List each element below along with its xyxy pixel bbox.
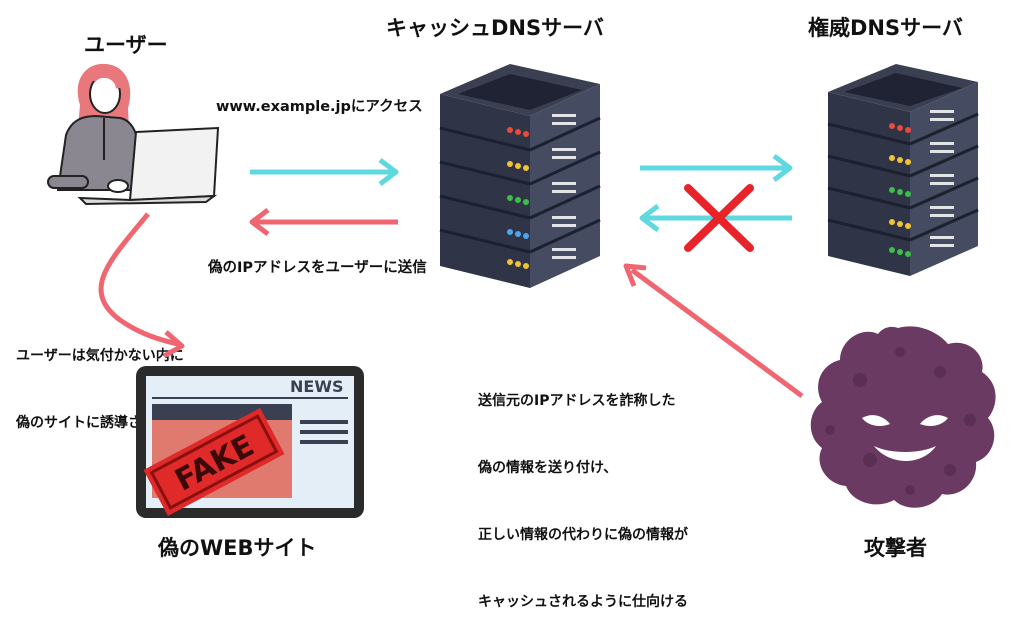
news-text: NEWS <box>290 377 344 396</box>
auth-server-illustration <box>827 64 979 276</box>
redirect-note: ユーザーは気付かない内に 偽のサイトに誘導される <box>16 300 184 457</box>
arrow-cache-to-auth <box>640 154 793 182</box>
fake-site-title: 偽のWEBサイト <box>158 536 317 560</box>
user-title: ユーザー <box>84 33 168 57</box>
attacker-title: 攻撃者 <box>864 536 927 560</box>
diagram-graphics: NEWS FAKE <box>47 63 996 518</box>
cache-server-title: キャッシュDNSサーバ <box>386 16 604 40</box>
blocked-cross-icon <box>684 184 754 252</box>
access-label: www.example.jpにアクセス <box>216 99 423 115</box>
cache-server-illustration <box>439 64 601 288</box>
arrow-attacker-to-cache <box>623 263 804 399</box>
redirect-note-line: ユーザーは気付かない内に <box>16 347 184 364</box>
attack-note-line: キャッシュされるように仕向ける <box>478 594 688 611</box>
arrow-cache-to-user <box>249 208 398 236</box>
attacker-illustration <box>810 326 996 508</box>
auth-server-title: 権威DNSサーバ <box>808 16 963 40</box>
user-illustration <box>47 63 220 206</box>
arrow-user-to-cache <box>250 158 399 186</box>
send-fake-ip-label: 偽のIPアドレスをユーザーに送信 <box>208 260 427 276</box>
attack-note-line: 送信元のIPアドレスを詐称した <box>478 392 676 409</box>
redirect-note-line: 偽のサイトに誘導される <box>16 414 170 431</box>
attack-note-line: 偽の情報を送り付け、 <box>478 459 618 476</box>
fake-website-illustration: NEWS FAKE <box>136 366 364 518</box>
attack-note-line: 正しい情報の代わりに偽の情報が <box>478 527 688 544</box>
arrow-user-to-fake-site <box>98 212 185 359</box>
